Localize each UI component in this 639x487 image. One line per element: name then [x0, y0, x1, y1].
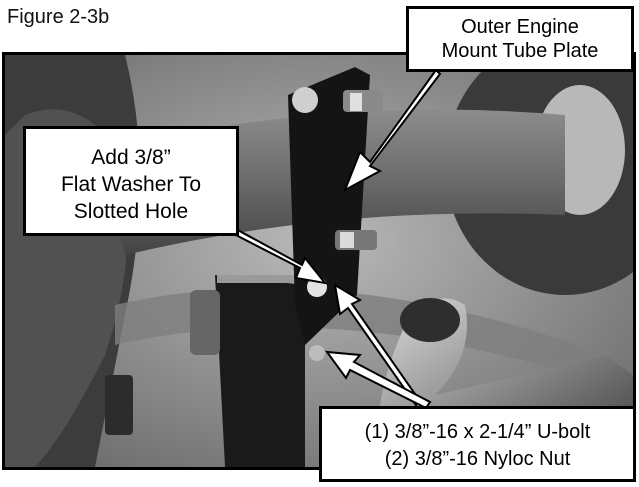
callout-line: Add 3/8”	[91, 146, 171, 169]
callout-line: Flat Washer To	[60, 173, 202, 196]
callout-line: (1) 3/8”-16 x 2-1/4” U-bolt	[364, 421, 591, 443]
callout-hardware-list: (1) 3/8”-16 x 2-1/4” U-bolt (2) 3/8”-16 …	[319, 406, 636, 482]
callout-line: Slotted Hole	[73, 200, 189, 223]
callout-line: Outer Engine	[461, 16, 579, 38]
callout-line: (2) 3/8”-16 Nyloc Nut	[384, 448, 571, 470]
callout-outer-engine-mount-tube-plate: Outer Engine Mount Tube Plate	[406, 6, 634, 72]
callout-flat-washer: Add 3/8” Flat Washer To Slotted Hole	[23, 126, 239, 236]
callout-line: Mount Tube Plate	[441, 40, 599, 62]
figure-label: Figure 2-3b	[7, 6, 110, 28]
